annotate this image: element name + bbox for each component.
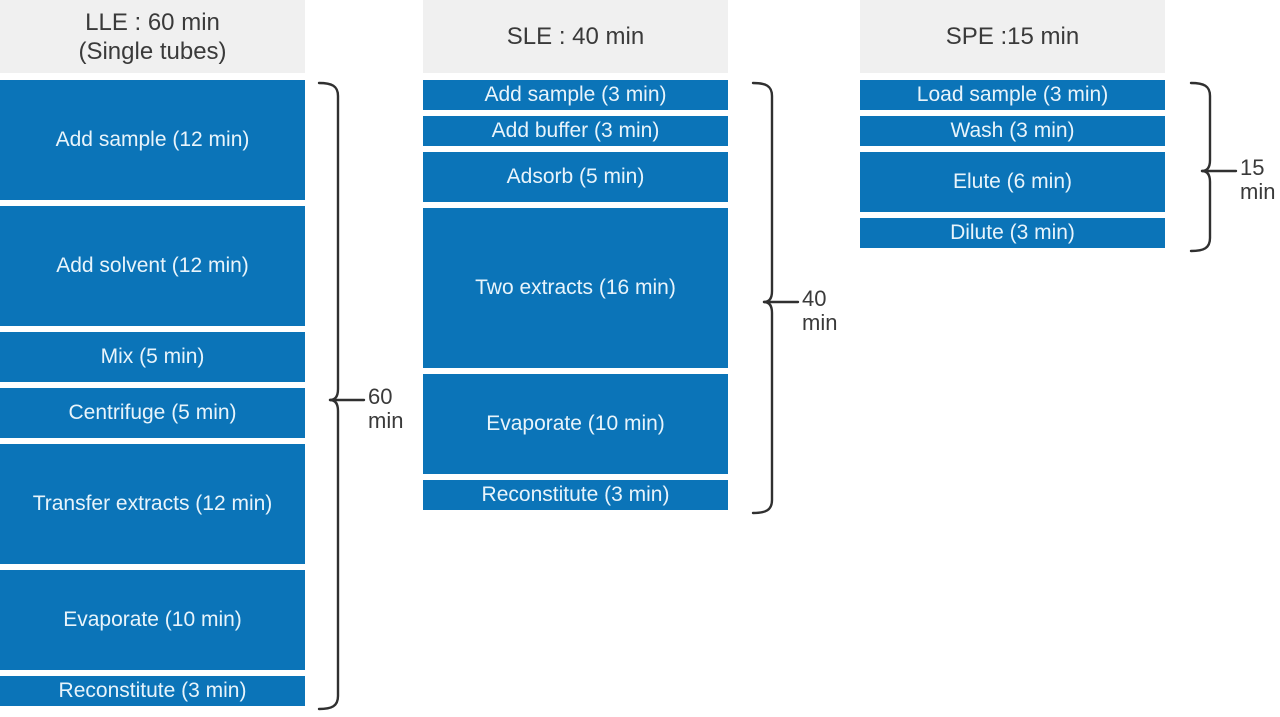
step-bar-label: Dilute (3 min) bbox=[950, 221, 1075, 244]
step-bar-label: Add buffer (3 min) bbox=[491, 119, 660, 142]
step-bar: Adsorb (5 min) bbox=[423, 152, 728, 202]
total-time-label-line: min bbox=[802, 310, 838, 335]
total-time-brace bbox=[317, 81, 366, 711]
step-bar-label: Evaporate (10 min) bbox=[486, 412, 665, 435]
total-time-label-line: min bbox=[1240, 179, 1276, 204]
step-bar: Elute (6 min) bbox=[860, 152, 1165, 212]
column-header-lle: LLE : 60 min(Single tubes) bbox=[0, 0, 305, 73]
step-bar-label: Reconstitute (3 min) bbox=[481, 483, 670, 506]
column-header-line: SLE : 40 min bbox=[506, 23, 645, 50]
total-time-label-line: 15 bbox=[1240, 155, 1265, 180]
total-time-label-line: 40 bbox=[802, 286, 827, 311]
step-bar: Add sample (3 min) bbox=[423, 80, 728, 110]
step-bar-label: Evaporate (10 min) bbox=[63, 608, 242, 631]
step-bar: Two extracts (16 min) bbox=[423, 208, 728, 368]
step-bar: Centrifuge (5 min) bbox=[0, 388, 305, 438]
total-time-label-line: min bbox=[368, 408, 404, 433]
step-bar-label: Reconstitute (3 min) bbox=[58, 679, 247, 702]
step-bar-label: Wash (3 min) bbox=[950, 119, 1075, 142]
step-bar: Add sample (12 min) bbox=[0, 80, 305, 200]
column-header-sle: SLE : 40 min bbox=[423, 0, 728, 73]
step-bar-label: Mix (5 min) bbox=[100, 345, 205, 368]
step-bar-label: Add solvent (12 min) bbox=[56, 254, 249, 277]
step-bar-label: Elute (6 min) bbox=[952, 170, 1073, 193]
step-bar: Dilute (3 min) bbox=[860, 218, 1165, 248]
step-bar: Reconstitute (3 min) bbox=[423, 480, 728, 510]
step-bar-label: Add sample (3 min) bbox=[484, 83, 667, 106]
step-bar: Evaporate (10 min) bbox=[0, 570, 305, 670]
step-bar: Add solvent (12 min) bbox=[0, 206, 305, 326]
step-bar: Evaporate (10 min) bbox=[423, 374, 728, 474]
step-bar: Transfer extracts (12 min) bbox=[0, 444, 305, 564]
total-time-label-line: 60 bbox=[368, 384, 393, 409]
column-header-spe: SPE :15 min bbox=[860, 0, 1165, 73]
step-bar: Load sample (3 min) bbox=[860, 80, 1165, 110]
step-bar: Add buffer (3 min) bbox=[423, 116, 728, 146]
total-time-brace bbox=[1189, 81, 1238, 253]
step-bar-label: Add sample (12 min) bbox=[55, 128, 250, 151]
total-time-brace bbox=[751, 81, 800, 515]
step-bar: Reconstitute (3 min) bbox=[0, 676, 305, 706]
step-bar-label: Load sample (3 min) bbox=[916, 83, 1109, 106]
step-bar-label: Adsorb (5 min) bbox=[506, 165, 645, 188]
step-bar-label: Two extracts (16 min) bbox=[475, 276, 676, 299]
column-header-line: SPE :15 min bbox=[945, 23, 1080, 50]
column-header-line: LLE : 60 min bbox=[85, 8, 220, 36]
step-bar-label: Centrifuge (5 min) bbox=[68, 401, 237, 424]
column-header-line: (Single tubes) bbox=[78, 37, 227, 65]
step-bar-label: Transfer extracts (12 min) bbox=[32, 492, 273, 515]
step-bar: Mix (5 min) bbox=[0, 332, 305, 382]
step-bar: Wash (3 min) bbox=[860, 116, 1165, 146]
